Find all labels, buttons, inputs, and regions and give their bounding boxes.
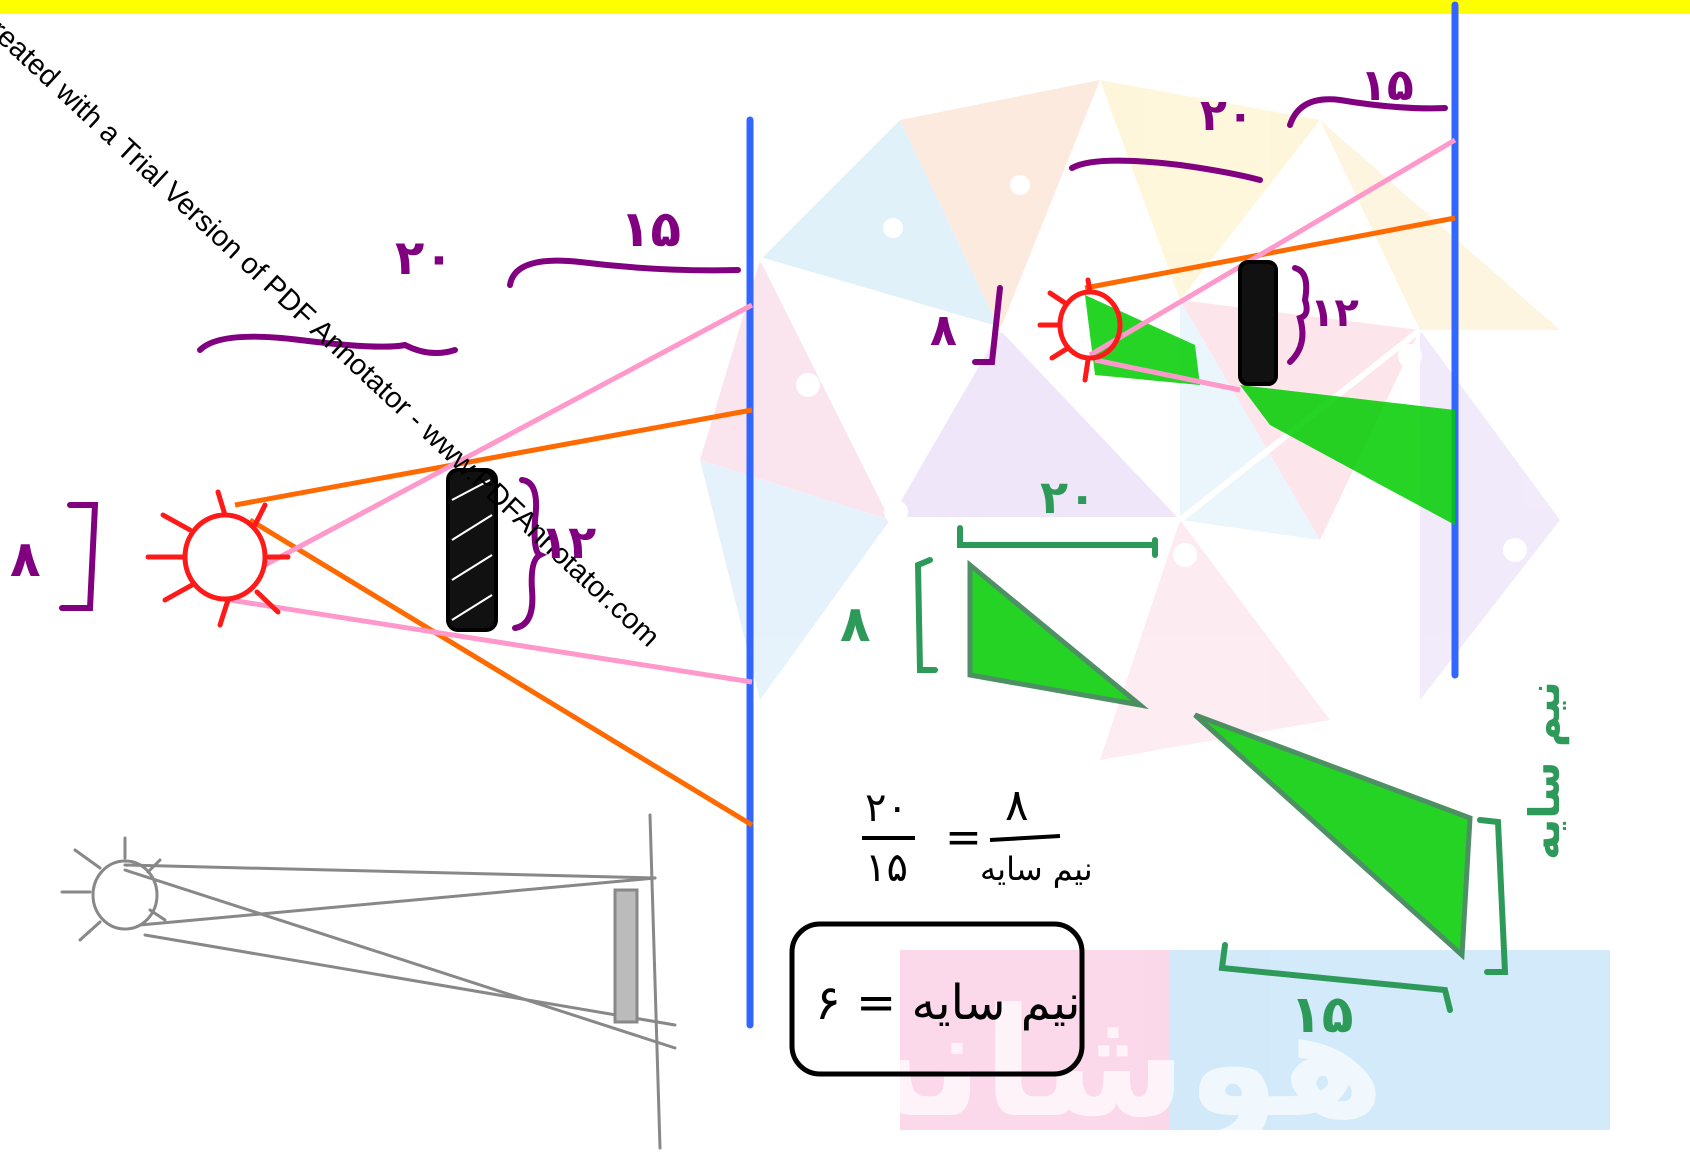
left-distance-15-label: ۱۵ [620, 200, 682, 258]
right-light-height-label: ۸ [930, 305, 957, 356]
triangle-top-base-label: ۲۰ [1040, 470, 1097, 524]
left-orange-ray-bottom [248, 517, 754, 828]
equation-left-denominator: ۱۵ [865, 845, 908, 891]
similar-triangle-bottom [1193, 712, 1473, 961]
right-sun-icon [1037, 277, 1123, 383]
top-toolbar-strip [0, 0, 1690, 14]
left-object-block [446, 468, 498, 632]
similar-triangle-top [967, 559, 1149, 710]
right-diagram [914, 1, 1509, 1013]
right-distance-15-label: ۱۵ [1360, 60, 1414, 111]
triangle-bottom-base-bracket [1218, 942, 1453, 1013]
equation-equals: = [945, 812, 982, 863]
left-light-height-label: ۸ [10, 530, 41, 588]
left-diagram [59, 116, 754, 1029]
logo-text: هوشانه [835, 977, 1384, 1152]
background-logo [700, 80, 1610, 1130]
right-distance-20-label: ۲۰ [1200, 90, 1254, 141]
triangle-bottom-height-label: نیم سایه [1520, 681, 1569, 860]
triangle-bottom-height-bracket [1477, 817, 1509, 975]
triangle-top-base-bracket [957, 525, 1158, 558]
left-object-height-label: ۱۲ [540, 515, 597, 569]
equation-result: نیم سایه = ۶ [815, 975, 1081, 1031]
right-object-height-label: ۱۲ [1310, 290, 1359, 336]
left-distance-brace-15 [507, 257, 741, 288]
right-distance-brace-20 [1069, 157, 1263, 183]
right-pink-ray [1088, 137, 1457, 358]
equation-right-numerator: ۸ [1005, 780, 1029, 831]
right-light-height-bracket [972, 285, 1003, 365]
left-pink-ray-bottom [229, 597, 753, 685]
equation [789, 834, 1085, 1077]
left-pink-ray-top [263, 302, 754, 568]
left-sun-icon [145, 489, 291, 628]
right-distance-brace-15 [1287, 96, 1448, 128]
triangle-bottom-base-label: ۱۵ [1290, 985, 1354, 1045]
right-object-block [1238, 260, 1278, 386]
result-box [789, 921, 1085, 1077]
gray-sketch [60, 813, 677, 1150]
equation-right-denominator: نیم سایه [980, 850, 1093, 888]
equation-left-numerator: ۲۰ [865, 785, 908, 831]
right-orange-ray [1084, 215, 1456, 291]
triangle-top-height-label: ۸ [840, 595, 871, 653]
triangle-top-height-bracket [914, 557, 938, 673]
left-distance-20-label: ۲۰ [395, 230, 454, 286]
left-light-height-bracket [59, 502, 99, 611]
left-distance-brace-20 [197, 333, 458, 357]
right-object-height-brace [1287, 265, 1310, 365]
left-orange-ray-top [234, 407, 753, 508]
left-object-height-brace [512, 477, 548, 631]
